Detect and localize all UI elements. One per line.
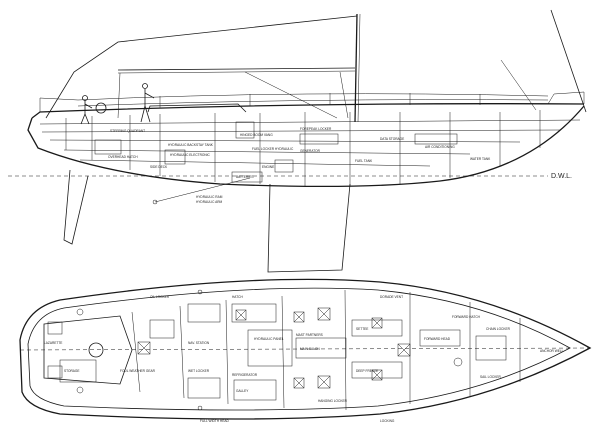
backstay [45, 15, 358, 119]
profile-label: DATA STORAGE [380, 137, 404, 141]
vang [339, 71, 349, 119]
cockpit-locker [47, 321, 63, 335]
profile-label: FUEL TANK [355, 159, 373, 163]
profile-label: HYDRAULIC BACKSTAY TANK [168, 143, 214, 147]
plan-label: STORAGE [64, 369, 80, 373]
plan-label: DEEP FREEZE [356, 369, 378, 373]
crew-figures [80, 83, 155, 125]
profile-view: D.W.L. OVERHEAD HATCH SIDE DECK HYDRAULI… [8, 9, 587, 273]
plan-callouts: LAZARETTE OIL LOCKER FOUL WEATHER GEAR H… [44, 295, 564, 423]
plan-label: HATCH [232, 295, 243, 299]
helm-wheel [88, 342, 104, 358]
forestay [550, 9, 587, 113]
stanchions [159, 93, 481, 108]
plan-label: FULL WIDTH HEAD [200, 419, 229, 423]
profile-label: HYDRAULIC ELECTRONIC [170, 153, 211, 157]
profile-interior [39, 110, 581, 186]
profile-label: FUEL LOCKER HYDRAULIC [252, 147, 294, 151]
boom-lower [117, 70, 356, 74]
plan-label: MAST PARTNERS [296, 333, 323, 337]
deckhouse [147, 103, 247, 113]
propeller [152, 199, 158, 205]
profile-label: HINGED BOOM VANG [240, 133, 273, 137]
lifeline-lower [77, 99, 549, 107]
winches [76, 289, 463, 411]
plan-label: OIL LOCKER [150, 295, 170, 299]
profile-callouts: OVERHEAD HATCH SIDE DECK HYDRAULIC BACKS… [108, 127, 491, 204]
profile-label: OVERHEAD HATCH [108, 155, 138, 159]
plan-label: SETTEE [356, 327, 368, 331]
waterline-label: D.W.L. [551, 173, 572, 180]
plan-label: ANCHOR WELL [540, 349, 564, 353]
boom-support [117, 72, 121, 119]
plan-interior [59, 289, 521, 411]
keel [267, 183, 351, 273]
profile-label: BATTERIES [236, 175, 253, 179]
prop-shaft [154, 177, 251, 203]
plan-label: GALLEY [236, 389, 249, 393]
profile-label: AIR CONDITIONING [425, 145, 455, 149]
profile-label: SIDE DECK [150, 165, 168, 169]
plan-label: DORADE VENT [380, 295, 403, 299]
plan-label: HYDRAULIC PANEL [254, 337, 284, 341]
bow-pulpit [547, 91, 585, 105]
mast-aft-edge [357, 13, 361, 123]
profile-label: HYDRAULIC ARM [196, 200, 223, 204]
plan-label: SAIL LOCKER [480, 375, 501, 379]
plan-label: REFRIGERATOR [232, 373, 258, 377]
mast [354, 13, 358, 123]
rudder [63, 169, 89, 245]
plan-label: FOUL WEATHER GEAR [120, 369, 156, 373]
plan-label: CHAIN LOCKER [486, 327, 511, 331]
profile-label: WATER TANK [470, 157, 491, 161]
plan-label: LOCKING [380, 419, 395, 423]
profile-label: ENGINE [262, 165, 274, 169]
plan-label: HANGING LOCKER [318, 399, 348, 403]
inner-forestay [500, 59, 537, 111]
plan-view: LAZARETTE OIL LOCKER FOUL WEATHER GEAR H… [19, 278, 592, 423]
plan-label: NAV. STATION [188, 341, 210, 345]
plan-label: LAZARETTE [44, 341, 62, 345]
sheet-line [244, 71, 338, 119]
profile-label: STEERING QUADRANT [110, 129, 145, 133]
lifeline-upper [77, 93, 549, 101]
plan-hatches [137, 307, 411, 389]
profile-label: FOREPEAK LOCKER [300, 127, 332, 131]
plan-label: FORWARD HEAD [424, 337, 451, 341]
sheer-line [31, 103, 585, 119]
cockpit [43, 315, 133, 385]
cockpit-locker [47, 365, 63, 379]
stern-pulpit [39, 97, 79, 112]
plan-label: FORWARD HATCH [452, 315, 481, 319]
plan-label: WET LOCKER [188, 369, 210, 373]
hull-bottom [27, 105, 585, 188]
profile-label: GENERATOR [300, 149, 321, 153]
plan-label: MAIN SALON [300, 347, 320, 351]
profile-label: HYDRAULIC RAM [196, 195, 223, 199]
boom [117, 67, 356, 71]
